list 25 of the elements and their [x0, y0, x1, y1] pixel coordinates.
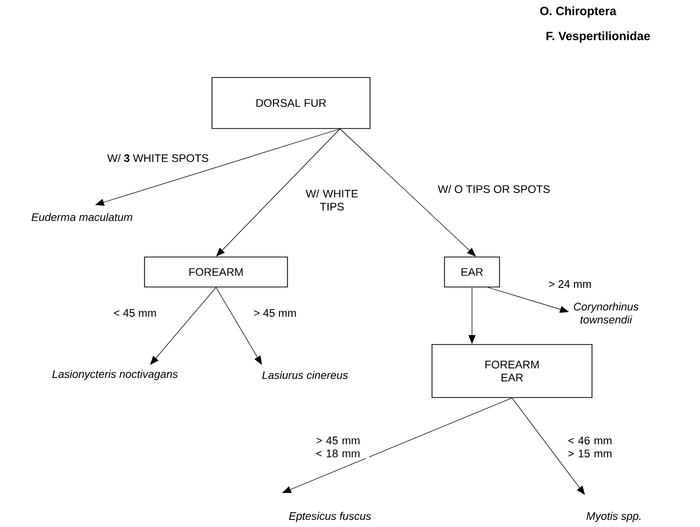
arrow	[512, 398, 585, 495]
edge-label: > 45 mm < 18 mm	[307, 436, 369, 458]
key-box: FOREARM EAR	[432, 344, 592, 398]
arrow	[488, 287, 569, 313]
species-name: Lasionycteris noctivagans	[52, 370, 178, 380]
arrow	[150, 287, 216, 365]
arrow	[216, 287, 262, 365]
key-box: EAR	[444, 256, 500, 288]
species-name: Myotis spp.	[586, 512, 640, 522]
edge-label: < 45 mm	[112, 308, 158, 318]
edge-label: < 46 mm > 15 mm	[559, 436, 621, 458]
species-name: Euderma maculatum	[32, 212, 132, 222]
key-box: FOREARM	[144, 256, 288, 288]
species-name: Eptesicus fuscus	[289, 512, 372, 522]
arrow	[282, 398, 512, 493]
species-name: Corynorhinus townsendii	[574, 302, 638, 324]
species-name: Lasiurus cinereus	[262, 370, 348, 380]
edge-label: > 45 mm	[252, 308, 298, 318]
key-box: DORSAL FUR	[212, 77, 370, 129]
taxon-heading: O. Chiroptera	[540, 6, 616, 18]
edge-label: > 24 mm	[547, 279, 593, 289]
edge-label: W/ 3 WHITE SPOTS	[106, 152, 210, 164]
edge-label: W/ WHITE TIPS	[296, 188, 368, 212]
taxon-heading: F. Vespertilionidae	[546, 31, 650, 43]
edge-label: W/ O TIPS OR SPOTS	[436, 184, 552, 194]
